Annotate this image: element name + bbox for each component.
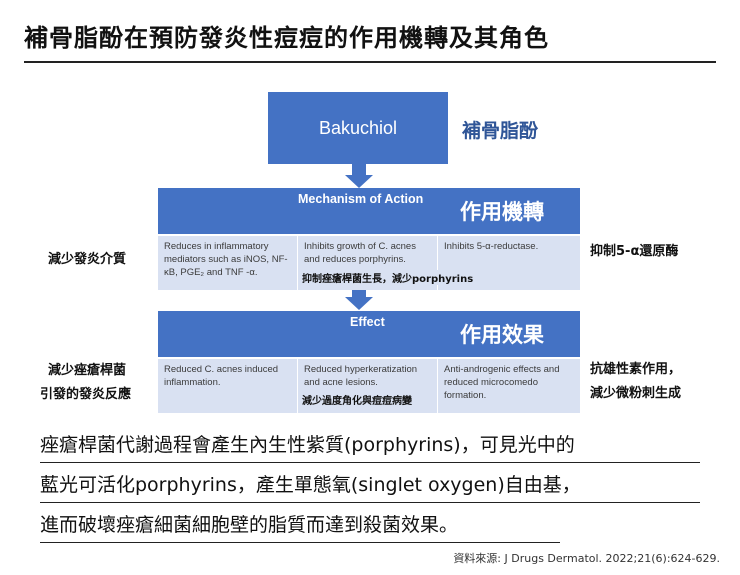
effect-header-label: Effect [350,315,385,329]
effect-header: Effect 作用效果 [158,311,580,357]
arrow-2-head [345,297,373,310]
effect-annotation: 減少過度角化與痘痘病變 [302,392,412,407]
mechanism-cell-1: Reduces in inflammatory mediators such a… [164,241,288,278]
paragraph-line-1: 痤瘡桿菌代謝過程會產生內生性紫質(porphyrins)，可見光中的 [40,428,700,463]
bakuchiol-label: Bakuchiol [318,117,398,138]
bakuchiol-box: Bakuchiol [268,92,448,164]
mechanism-header-label: Mechanism of Action [298,192,424,206]
effect-cell-3: Anti-androgenic effects and reduced micr… [437,359,580,413]
right-label-3: 減少微粉刺生成 [590,386,682,401]
left-label-2: 減少痤瘡桿菌 [48,363,127,378]
mechanism-cell-2: Inhibits growth of C. acnes and reduces … [297,236,437,290]
mechanism-cells: Reduces in inflammatory mediators such a… [158,236,580,290]
effect-cell-2: Reduced hyperkeratization and acne lesio… [297,359,437,413]
left-label-1: 減少發炎介質 [48,252,127,267]
right-label-1: 抑制5-α還原酶 [590,244,679,259]
effect-cell-1: Reduced C. acnes induced inflammation. [164,364,279,388]
left-label-3: 引發的發炎反應 [40,387,132,402]
mechanism-header-zh: 作用機轉 [460,200,544,224]
arrow-1-head [345,175,373,188]
source-citation: 資料來源: J Drugs Dermatol. 2022;21(6):624-6… [453,552,720,565]
page-title: 補骨脂酚在預防發炎性痘痘的作用機轉及其角色 [24,18,716,63]
paragraph-line-3: 進而破壞痤瘡細菌細胞壁的脂質而達到殺菌效果。 [40,508,560,543]
arrow-1-shaft [352,164,366,176]
paragraph-line-2: 藍光可活化porphyrins，產生單態氧(singlet oxygen)自由基… [40,468,700,503]
mechanism-header: Mechanism of Action 作用機轉 [158,188,580,234]
right-label-2: 抗雄性素作用， [590,362,682,377]
bakuchiol-zh-label: 補骨脂酚 [462,120,539,142]
effect-cells: Reduced C. acnes induced inflammation. R… [158,359,580,413]
mechanism-cell-3: Inhibits 5-α-reductase. [437,236,580,290]
effect-header-zh: 作用效果 [460,323,544,347]
mechanism-annotation: 抑制痤瘡桿菌生長，減少porphyrins [302,270,474,285]
arrow-2-shaft [352,290,366,298]
